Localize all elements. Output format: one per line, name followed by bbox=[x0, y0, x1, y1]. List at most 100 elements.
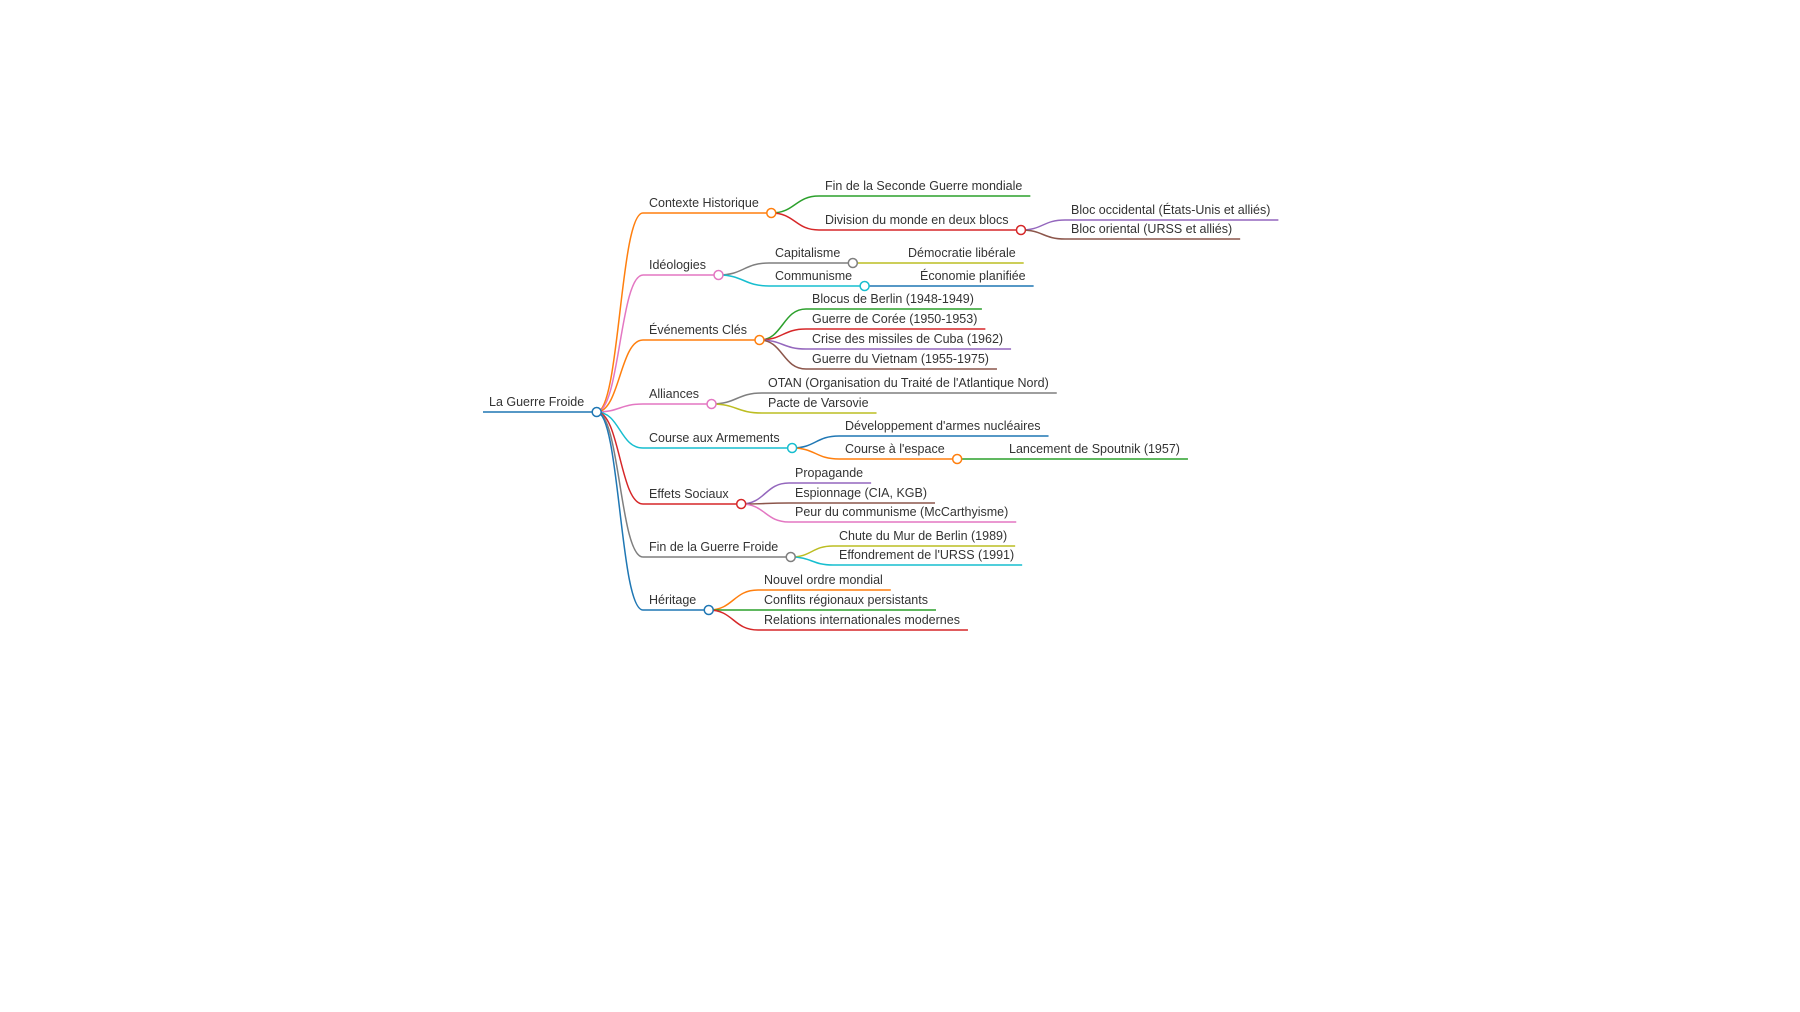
node-fin-de-la-seconde-guerre-mondiale[interactable]: Fin de la Seconde Guerre mondiale bbox=[825, 179, 1022, 193]
node-effets-sociaux[interactable]: Effets Sociaux bbox=[649, 487, 729, 501]
node-label: Économie planifiée bbox=[920, 268, 1026, 283]
collapse-toggle-course-aux-armements[interactable] bbox=[786, 442, 798, 454]
node-evenements-cles[interactable]: Événements Clés bbox=[649, 322, 747, 337]
link-propagande bbox=[741, 482, 790, 505]
node-bloc-oriental-urss-et-allies[interactable]: Bloc oriental (URSS et alliés) bbox=[1071, 222, 1232, 236]
node-label: Idéologies bbox=[649, 258, 706, 272]
node-guerre-du-vietnam-1955-1975[interactable]: Guerre du Vietnam (1955-1975) bbox=[812, 352, 989, 366]
node-course-a-l-espace[interactable]: Course à l'espace bbox=[845, 442, 945, 456]
link-heritage bbox=[596, 411, 644, 611]
node-label: Bloc oriental (URSS et alliés) bbox=[1071, 222, 1232, 236]
link-capitalisme bbox=[718, 262, 770, 276]
link-nouvel-ordre-mondial bbox=[708, 589, 759, 611]
node-fin-de-la-guerre-froide[interactable]: Fin de la Guerre Froide bbox=[649, 540, 778, 554]
link-course-aux-armements bbox=[596, 411, 644, 449]
node-label: Bloc occidental (États-Unis et alliés) bbox=[1071, 202, 1270, 217]
node-chute-du-mur-de-berlin-1989[interactable]: Chute du Mur de Berlin (1989) bbox=[839, 529, 1007, 543]
collapse-toggle-contexte-historique[interactable] bbox=[766, 207, 777, 219]
node-otan-organisation-du-traite-de-l-atlantique-nord[interactable]: OTAN (Organisation du Traité de l'Atlant… bbox=[768, 376, 1049, 390]
link-effets-sociaux bbox=[596, 411, 644, 505]
node-label: Démocratie libérale bbox=[908, 246, 1016, 260]
node-label: Crise des missiles de Cuba (1962) bbox=[812, 332, 1003, 346]
node-peur-du-communisme-mccarthyisme[interactable]: Peur du communisme (McCarthyisme) bbox=[795, 505, 1008, 519]
node-democratie-liberale[interactable]: Démocratie libérale bbox=[908, 246, 1016, 260]
link-chute-du-mur-de-berlin-1989 bbox=[790, 545, 834, 558]
node-developpement-d-armes-nucleaires[interactable]: Développement d'armes nucléaires bbox=[845, 419, 1041, 433]
link-relations-internationales-modernes bbox=[708, 609, 759, 631]
link-developpement-d-armes-nucleaires bbox=[792, 435, 840, 449]
link-pacte-de-varsovie bbox=[711, 403, 763, 414]
node-ideologies[interactable]: Idéologies bbox=[649, 258, 706, 272]
node-contexte-historique[interactable]: Contexte Historique bbox=[649, 196, 759, 210]
node-economie-planifiee[interactable]: Économie planifiée bbox=[920, 268, 1026, 283]
node-pacte-de-varsovie[interactable]: Pacte de Varsovie bbox=[768, 396, 869, 410]
node-label: Développement d'armes nucléaires bbox=[845, 419, 1041, 433]
collapse-toggle-capitalisme[interactable] bbox=[847, 257, 859, 269]
link-ideologies bbox=[596, 274, 644, 413]
node-label: Événements Clés bbox=[649, 322, 747, 337]
node-label: La Guerre Froide bbox=[489, 395, 584, 409]
node-label: Relations internationales modernes bbox=[764, 613, 960, 627]
link-communisme bbox=[718, 274, 770, 287]
node-guerre-de-coree-1950-1953[interactable]: Guerre de Corée (1950-1953) bbox=[812, 312, 977, 326]
node-heritage[interactable]: Héritage bbox=[649, 593, 696, 607]
node-division-du-monde-en-deux-blocs[interactable]: Division du monde en deux blocs bbox=[825, 213, 1008, 227]
node-label: Nouvel ordre mondial bbox=[764, 573, 883, 587]
node-bloc-occidental-etats-unis-et-allies[interactable]: Bloc occidental (États-Unis et alliés) bbox=[1071, 202, 1270, 217]
collapse-toggle-fin-de-la-guerre-froide[interactable] bbox=[785, 551, 796, 563]
node-label: Propagande bbox=[795, 466, 863, 480]
root-node-la-guerre-froide[interactable]: La Guerre Froide bbox=[489, 395, 584, 409]
node-blocus-de-berlin-1948-1949[interactable]: Blocus de Berlin (1948-1949) bbox=[812, 292, 974, 306]
node-nouvel-ordre-mondial[interactable]: Nouvel ordre mondial bbox=[764, 573, 883, 587]
node-label: Espionnage (CIA, KGB) bbox=[795, 486, 927, 500]
collapse-toggle-division-du-monde-en-deux-blocs[interactable] bbox=[1015, 224, 1027, 236]
node-alliances[interactable]: Alliances bbox=[649, 387, 699, 401]
link-evenements-cles bbox=[596, 339, 644, 413]
node-label: Fin de la Seconde Guerre mondiale bbox=[825, 179, 1022, 193]
node-label: Fin de la Guerre Froide bbox=[649, 540, 778, 554]
node-label: Guerre du Vietnam (1955-1975) bbox=[812, 352, 989, 366]
link-blocus-de-berlin-1948-1949 bbox=[759, 308, 807, 341]
link-otan-organisation-du-traite-de-l-atlantique-nord bbox=[711, 392, 763, 405]
node-course-aux-armements[interactable]: Course aux Armements bbox=[649, 431, 780, 445]
node-label: Division du monde en deux blocs bbox=[825, 213, 1008, 227]
node-propagande[interactable]: Propagande bbox=[795, 466, 863, 480]
node-label: Effets Sociaux bbox=[649, 487, 729, 501]
node-label: Peur du communisme (McCarthyisme) bbox=[795, 505, 1008, 519]
collapse-toggle-course-a-l-espace[interactable] bbox=[951, 453, 963, 465]
node-label: OTAN (Organisation du Traité de l'Atlant… bbox=[768, 376, 1049, 390]
node-label: Contexte Historique bbox=[649, 196, 759, 210]
node-relations-internationales-modernes[interactable]: Relations internationales modernes bbox=[764, 613, 960, 627]
node-espionnage-cia-kgb[interactable]: Espionnage (CIA, KGB) bbox=[795, 486, 927, 500]
node-label: Héritage bbox=[649, 593, 696, 607]
node-capitalisme[interactable]: Capitalisme bbox=[775, 246, 840, 260]
node-label: Chute du Mur de Berlin (1989) bbox=[839, 529, 1007, 543]
collapse-toggle-communisme[interactable] bbox=[859, 280, 870, 292]
collapse-toggle-effets-sociaux[interactable] bbox=[735, 498, 747, 510]
node-effondrement-de-l-urss-1991[interactable]: Effondrement de l'URSS (1991) bbox=[839, 548, 1014, 562]
links-layer bbox=[483, 195, 1279, 631]
collapse-toggle-la-guerre-froide[interactable] bbox=[591, 406, 602, 418]
node-label: Course à l'espace bbox=[845, 442, 945, 456]
collapse-toggle-heritage[interactable] bbox=[703, 604, 714, 616]
node-communisme[interactable]: Communisme bbox=[775, 269, 852, 283]
link-fin-de-la-seconde-guerre-mondiale bbox=[771, 195, 820, 214]
link-contexte-historique bbox=[596, 212, 644, 413]
link-bloc-oriental-urss-et-allies bbox=[1020, 229, 1066, 240]
link-course-a-l-espace bbox=[792, 447, 840, 460]
node-label: Pacte de Varsovie bbox=[768, 396, 869, 410]
collapse-toggle-evenements-cles[interactable] bbox=[754, 334, 765, 346]
node-label: Effondrement de l'URSS (1991) bbox=[839, 548, 1014, 562]
collapse-toggle-ideologies[interactable] bbox=[713, 269, 724, 281]
node-crise-des-missiles-de-cuba-1962[interactable]: Crise des missiles de Cuba (1962) bbox=[812, 332, 1003, 346]
link-fin-de-la-guerre-froide bbox=[596, 411, 644, 558]
link-division-du-monde-en-deux-blocs bbox=[771, 212, 820, 231]
node-label: Communisme bbox=[775, 269, 852, 283]
node-lancement-de-spoutnik-1957[interactable]: Lancement de Spoutnik (1957) bbox=[1009, 442, 1180, 456]
link-bloc-occidental-etats-unis-et-allies bbox=[1020, 219, 1066, 231]
link-guerre-du-vietnam-1955-1975 bbox=[759, 339, 807, 370]
node-conflits-regionaux-persistants[interactable]: Conflits régionaux persistants bbox=[764, 593, 928, 607]
node-label: Guerre de Corée (1950-1953) bbox=[812, 312, 977, 326]
collapse-toggle-alliances[interactable] bbox=[706, 398, 717, 410]
